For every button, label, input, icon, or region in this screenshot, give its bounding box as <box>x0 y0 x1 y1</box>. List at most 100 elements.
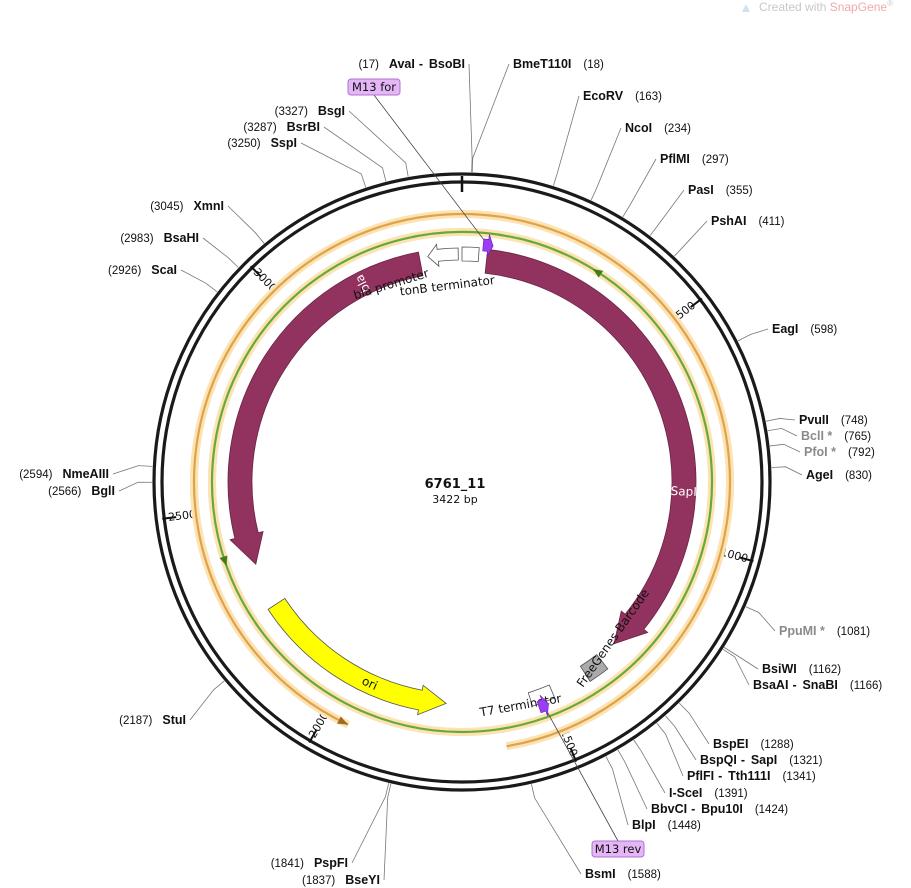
site-position: (1341) <box>782 771 815 783</box>
site-bmet110i[interactable]: BmeT110I (18) <box>471 57 604 173</box>
site-name: PflFI <box>687 769 714 783</box>
site-pflmi[interactable]: PflMI(297) <box>622 152 729 218</box>
feature-freegenes-barcode[interactable] <box>579 654 609 682</box>
site-label: (3045)XmnI <box>150 199 224 213</box>
feature-tonb-terminator[interactable] <box>461 246 480 263</box>
site-label: (1841)PspFI <box>271 856 348 870</box>
site-pspfi[interactable]: (1841)PspFI <box>271 783 390 870</box>
site-pshai[interactable]: PshAI (411) <box>674 214 785 257</box>
site-bseyi[interactable]: (1837)BseYI <box>302 783 392 887</box>
primer-label-box <box>347 78 401 96</box>
site-bsrbi[interactable]: (3287)BsrBI <box>243 120 387 182</box>
site-position: (2983) <box>120 233 153 245</box>
site-dash: - <box>741 753 745 767</box>
site-ecorv[interactable]: EcoRV (163) <box>553 89 662 186</box>
site-position: (3327) <box>275 106 308 118</box>
site-position: (830) <box>845 470 872 482</box>
backbone-outer-ring <box>152 172 772 792</box>
site-leader <box>180 269 218 293</box>
site-leader <box>227 205 265 244</box>
site-agei[interactable]: AgeI (830) <box>771 466 872 482</box>
site-label: PshAI (411) <box>711 214 785 228</box>
site-leader <box>767 427 798 437</box>
site-leader <box>351 783 390 864</box>
site-position: (2187) <box>119 715 152 727</box>
site-name: StuI <box>162 713 186 727</box>
site-position: (163) <box>635 91 662 103</box>
site-name: PshAI <box>711 214 746 228</box>
site-name: BspEI <box>713 737 748 751</box>
watermark-mark: ® <box>887 0 893 8</box>
primer-arrow <box>482 234 494 257</box>
site-blpi[interactable]: BlpI(1448) <box>605 756 701 832</box>
site-position: (411) <box>758 216 784 228</box>
site-name: BseYI <box>345 873 380 887</box>
site-pfoi[interactable]: PfoI *(792) <box>769 443 875 459</box>
site-bgli[interactable]: (2566)BglI <box>48 481 153 498</box>
site-bspei[interactable]: BspEI(1288) <box>678 702 794 751</box>
orf-arrow <box>210 236 412 567</box>
site-scai[interactable]: (2926)ScaI <box>108 263 218 293</box>
site-name: PasI <box>688 183 714 197</box>
site-position: (1424) <box>755 804 788 816</box>
site-bsahi[interactable]: (2983)BsaHI <box>120 231 239 268</box>
feature-t7-terminator[interactable] <box>527 684 556 707</box>
feature-ori[interactable] <box>267 597 447 716</box>
site-position: (355) <box>726 185 753 197</box>
site-position: (18) <box>583 59 604 71</box>
feature-label: SapI <box>670 484 697 499</box>
site-name: BmeT110I <box>513 57 571 71</box>
primer-m13-for[interactable]: M13 for <box>347 78 494 257</box>
site-label: PfoI *(792) <box>804 445 875 459</box>
feature-sapi[interactable] <box>484 248 697 645</box>
site-label: EcoRV (163) <box>583 89 662 103</box>
site-leader <box>468 63 473 173</box>
site-label: BmeT110I (18) <box>513 57 604 71</box>
site-position: (297) <box>702 154 729 166</box>
site-name: BglI <box>91 484 115 498</box>
site-position: (598) <box>810 324 837 336</box>
site-pvuii[interactable]: PvuII(748) <box>765 413 868 427</box>
site-bsmi[interactable]: BsmI(1588) <box>531 784 661 881</box>
primer-m13-rev[interactable]: M13 rev <box>536 694 645 858</box>
site-bcli[interactable]: BclI *(765) <box>767 427 872 443</box>
site-ppumi[interactable]: PpuMI *(1081) <box>745 606 870 638</box>
site-sspi[interactable]: (3250)SspI <box>227 136 367 188</box>
site-stui[interactable]: (2187) StuI <box>119 680 225 727</box>
site-pasi[interactable]: PasI (355) <box>649 183 753 236</box>
site-position: (1841) <box>271 858 304 870</box>
site-name: BsgI <box>318 104 345 118</box>
plasmid-name: 6761_11 <box>425 477 486 492</box>
site-eagi[interactable]: EagI(598) <box>737 322 837 342</box>
site-dash: - <box>792 678 796 692</box>
site-position: (1162) <box>809 664 842 676</box>
site-position: (792) <box>848 447 875 459</box>
site-leader <box>745 606 776 632</box>
tick-mark <box>308 729 318 743</box>
feature-bla[interactable] <box>227 251 424 565</box>
site-iscei[interactable]: I-SceI(1391) <box>633 739 748 800</box>
site-name: AgeI <box>806 468 833 482</box>
site-bsgi[interactable]: (3327) BsgI <box>275 104 409 177</box>
site-xmni[interactable]: (3045)XmnI <box>150 199 265 244</box>
site-ncoi[interactable]: NcoI(234) <box>590 121 691 201</box>
site-leader <box>118 481 153 492</box>
feature-bla-promoter[interactable] <box>427 243 459 268</box>
site-position: (3287) <box>243 122 276 134</box>
site-name: EcoRV <box>583 89 624 103</box>
site-name: PvuII <box>799 413 829 427</box>
site-nmeaiii[interactable]: (2594)NmeAIII <box>19 465 153 481</box>
site-leader <box>189 680 225 721</box>
site-label: BspEI(1288) <box>713 737 794 751</box>
site-bsiwi[interactable]: BsiWI(1162) <box>723 647 842 676</box>
site-leader <box>722 648 750 686</box>
